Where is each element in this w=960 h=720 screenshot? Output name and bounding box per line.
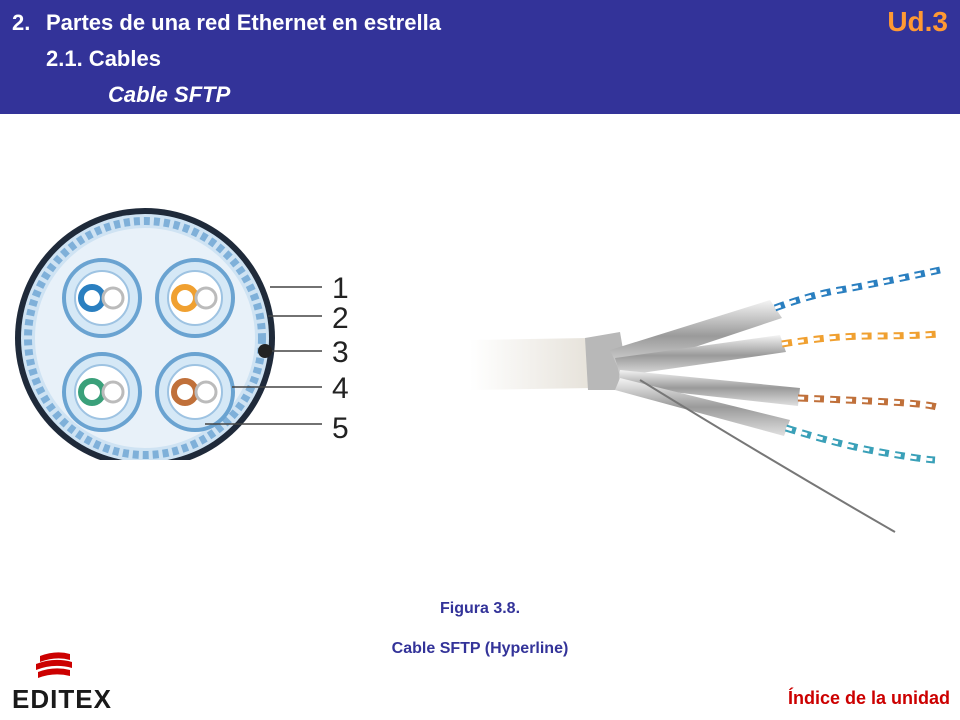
- diagram-label-4: 4: [332, 372, 349, 405]
- foil-pair-2: [615, 335, 786, 376]
- braid: [585, 332, 630, 390]
- section-title: 2. Partes de una red Ethernet en estrella: [12, 10, 441, 36]
- section-title-text: Partes de una red Ethernet en estrella: [46, 10, 441, 35]
- slide-header: 2. Partes de una red Ethernet en estrella…: [0, 0, 960, 114]
- diagram-label-1: 1: [332, 272, 349, 305]
- cable-jacket: [470, 338, 592, 390]
- unit-label: Ud.3: [887, 6, 948, 37]
- braid-shield: [24, 217, 266, 459]
- editex-logo-text: EDITEX: [12, 684, 112, 714]
- foil-pair-3: [618, 370, 800, 406]
- section-number: 2.: [12, 10, 31, 35]
- pair-green: [62, 352, 142, 432]
- cable-photo: [470, 266, 942, 533]
- figure-caption-number: Figura 3.8.: [439, 600, 521, 617]
- logo-swoosh-3: [38, 668, 70, 678]
- unit-index-link[interactable]: Índice de la unidad: [787, 688, 950, 708]
- wire-green-white: [785, 426, 936, 462]
- topic-title: Cable SFTP: [108, 82, 231, 107]
- pair-orange: [155, 258, 235, 338]
- diagram-label-2: 2: [332, 302, 349, 335]
- cable-cross-section-diagram: 1 2 3 4 5: [15, 208, 349, 460]
- editex-logo: [36, 652, 72, 678]
- pair-brown: [155, 352, 235, 432]
- drain-wire: [258, 344, 272, 358]
- wire-orange: [781, 330, 941, 348]
- pair-blue: [62, 258, 142, 338]
- figure-caption-title: Cable SFTP (Hyperline): [391, 640, 569, 657]
- subsection-title: 2.1. Cables: [46, 46, 161, 71]
- wire-green: [784, 424, 936, 464]
- diagram-label-3: 3: [332, 336, 349, 369]
- logo-swoosh-1: [40, 652, 70, 662]
- drain-wire-photo: [639, 379, 896, 533]
- wire-brown-white: [797, 396, 941, 410]
- wire-blue-white: [774, 268, 941, 310]
- diagram-label-5: 5: [332, 412, 349, 445]
- logo-swoosh-2: [36, 659, 72, 670]
